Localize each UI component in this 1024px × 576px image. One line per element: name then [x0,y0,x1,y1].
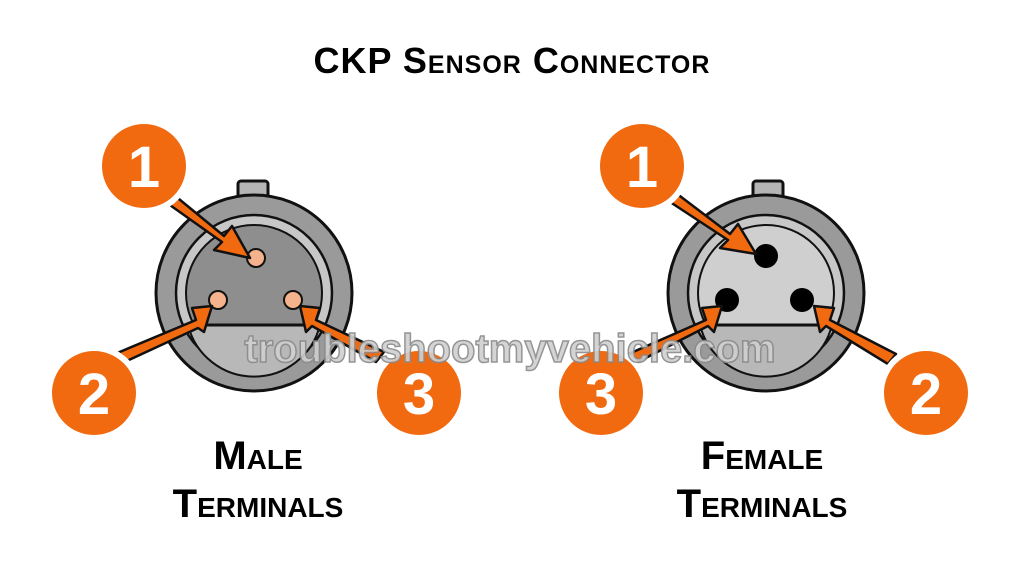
male-connector [154,179,354,393]
female-pin-1 [754,244,778,268]
male-caption-line2: Terminals [172,482,344,526]
male-pin-3 [283,290,303,310]
male-callout-2: 2 [46,345,142,441]
svg-text:2: 2 [910,362,942,427]
diagram-title: CKP Sensor Connector [313,40,711,81]
female-caption-line1: Female [700,434,824,478]
male-arrows [108,188,386,368]
female-callout-1: 1 [594,118,690,214]
female-connector [666,179,866,393]
watermark: troubleshootmyvehicle.com [244,327,775,371]
male-callout-3: 3 [371,345,467,441]
female-pin-2 [790,288,814,312]
female-arrows [622,188,898,368]
female-terminals-caption: Female Terminals [582,432,942,528]
male-callout-1: 1 [96,118,192,214]
svg-text:3: 3 [585,362,617,427]
svg-text:1: 1 [626,135,658,200]
female-callout-2: 2 [878,345,974,441]
female-caption-line2: Terminals [676,482,848,526]
male-pin-2 [208,290,228,310]
svg-text:3: 3 [403,362,435,427]
female-callout-3: 3 [553,345,649,441]
male-caption-line1: Male [213,434,303,478]
svg-text:2: 2 [78,362,110,427]
svg-text:1: 1 [128,135,160,200]
male-terminals-caption: Male Terminals [78,432,438,528]
